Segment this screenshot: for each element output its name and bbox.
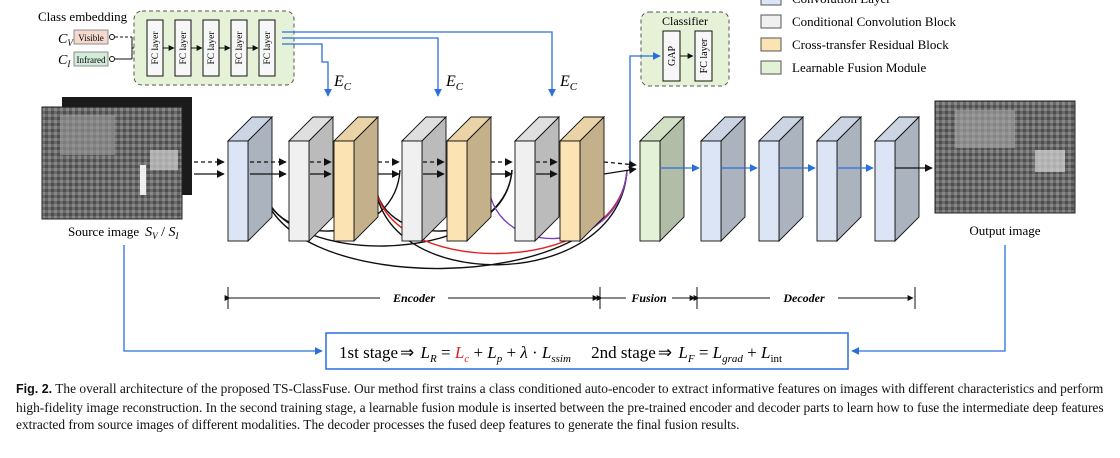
- learnable-fusion-module: [638, 115, 686, 243]
- fc-layer-5: [258, 19, 276, 77]
- cross-transfer-residual-block-3: [558, 115, 606, 243]
- loss-box: [325, 332, 849, 370]
- legend-swatch-3: [760, 37, 782, 52]
- fusion-label: Fusion: [630, 291, 667, 305]
- decoder-conv-layer-1: [699, 115, 747, 243]
- visible-tag-label: Visible: [78, 33, 103, 43]
- classifier-title: Classifier: [662, 14, 708, 28]
- legend-label-2: Conditional Convolution Block: [792, 14, 956, 29]
- caption-fig-label: Fig. 2.: [16, 382, 53, 396]
- cv-symbol: CV: [58, 32, 74, 48]
- decoder-conv-layer-2: [757, 115, 805, 243]
- conditional-conv-block-2: [400, 115, 448, 243]
- legend-swatch-1: [760, 0, 782, 6]
- infrared-tag: [73, 51, 109, 67]
- fc-layer-label: FC layer: [179, 31, 189, 65]
- ci-symbol: CI: [58, 53, 71, 69]
- source-to-loss-link: [123, 245, 323, 355]
- fc-layer-label: FC layer: [207, 31, 217, 65]
- flow-arrows: [194, 158, 933, 178]
- encoder-label: Encoder: [392, 291, 435, 305]
- cross-transfer-residual-block-1: [332, 115, 380, 243]
- architecture-diagram: Class embedding CV CI Visible Infrared F…: [38, 0, 1076, 370]
- class-embedding: Class embedding CV CI Visible Infrared F…: [38, 9, 295, 86]
- decoder-conv-layer-4: [873, 115, 921, 243]
- gap-label: GAP: [667, 46, 678, 66]
- conv-layer-input: [226, 115, 274, 243]
- ec-label-1: EC: [333, 73, 352, 93]
- output-image: [934, 100, 1076, 214]
- fc-layer-label: FC layer: [263, 31, 273, 65]
- class-embedding-title: Class embedding: [38, 9, 128, 24]
- legend-label-1: Convolution Layer: [792, 0, 891, 6]
- classifier: Classifier GAP FC layer: [629, 11, 730, 168]
- legend-swatch-4: [760, 60, 782, 75]
- decoder-label: Decoder: [782, 291, 825, 305]
- fc-layer-label: FC layer: [151, 31, 161, 65]
- caption-text: The overall architecture of the proposed…: [16, 381, 1104, 432]
- ec-label-3: EC: [559, 73, 578, 93]
- source-image: [41, 97, 192, 220]
- network-blocks: [226, 115, 921, 243]
- legend-label-3: Cross-transfer Residual Block: [792, 37, 949, 52]
- figure-caption: Fig. 2. The overall architecture of the …: [16, 380, 1106, 434]
- loss-formula: 1st stage⇒ LR = Lc + Lp + λ · Lssim 2nd …: [339, 343, 782, 366]
- fc-layer-label: FC layer: [235, 31, 245, 65]
- output-to-loss-link: [851, 245, 1006, 355]
- classifier-fc-label: FC layer: [699, 38, 710, 73]
- legend-swatch-2: [760, 14, 782, 29]
- skip-connections: [261, 169, 628, 270]
- conditional-conv-block-3: [513, 115, 561, 243]
- embedding-links: [282, 31, 556, 97]
- classifier-fc-layer: [694, 30, 713, 82]
- output-image-label: Output image: [969, 223, 1040, 238]
- conditional-conv-block-1: [287, 115, 335, 243]
- ec-label-2: EC: [445, 73, 464, 93]
- legend-label-4: Learnable Fusion Module: [792, 60, 927, 75]
- infrared-tag-label: Infrared: [77, 55, 106, 65]
- stage-ranges: [224, 287, 916, 309]
- visible-tag: [73, 29, 109, 45]
- legend: Convolution LayerConditional Convolution…: [760, 0, 956, 75]
- decoder-conv-layer-3: [815, 115, 863, 243]
- cross-transfer-residual-block-2: [445, 115, 493, 243]
